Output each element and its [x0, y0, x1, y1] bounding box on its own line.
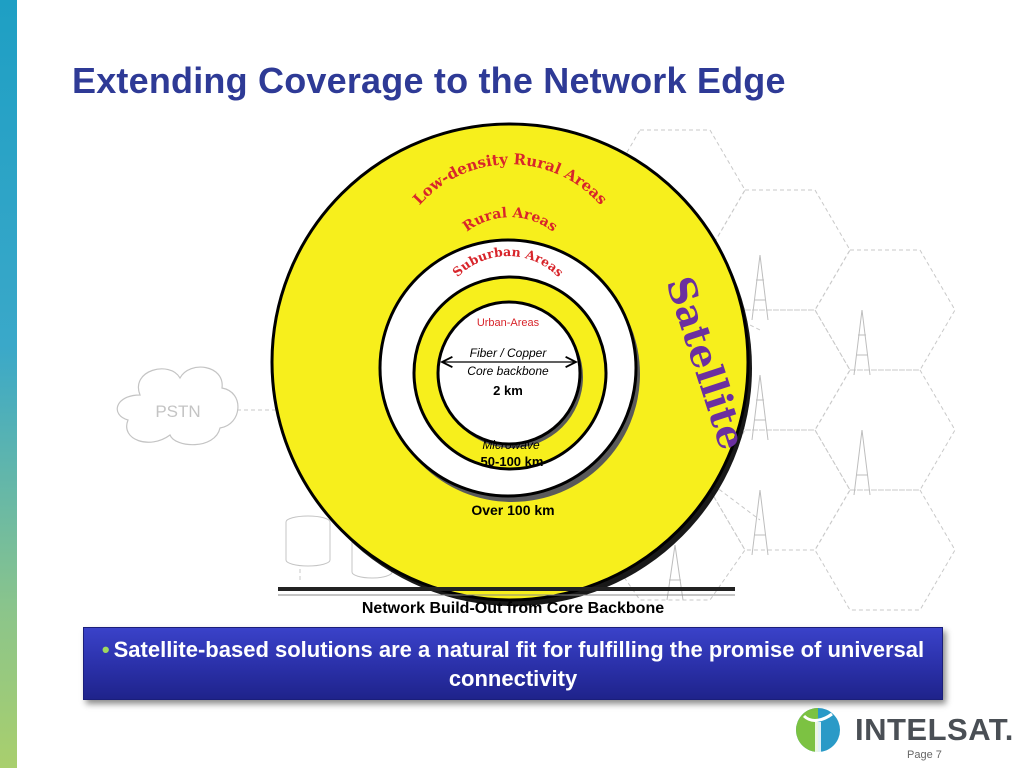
callout-box: •Satellite-based solutions are a natural… [83, 627, 943, 700]
decorative-side-bar [0, 0, 17, 768]
pstn-label: PSTN [155, 402, 200, 421]
urban-areas-label: Urban-Areas [477, 317, 540, 329]
outer-distance-label: Over 100 km [471, 502, 554, 518]
core-backbone-label: Core backbone [467, 364, 549, 378]
diagram-caption: Network Build-Out from Core Backbone [361, 600, 665, 617]
callout-text: Satellite-based solutions are a natural … [113, 637, 925, 691]
microwave-label: Microwave [482, 438, 540, 452]
inner-circle-urban [436, 300, 582, 446]
globe-logo-icon [796, 708, 840, 752]
page-number: Page 7 [907, 749, 942, 761]
intelsat-logo-text: INTELSAT. [855, 712, 1014, 747]
bullet-icon: • [101, 637, 110, 662]
fiber-copper-label: Fiber / Copper [470, 346, 548, 360]
microwave-distance-label: 50-100 km [481, 454, 544, 469]
slide-title: Extending Coverage to the Network Edge [72, 60, 786, 101]
core-distance-label: 2 km [493, 383, 523, 398]
pstn-cloud-sketch [116, 366, 239, 446]
